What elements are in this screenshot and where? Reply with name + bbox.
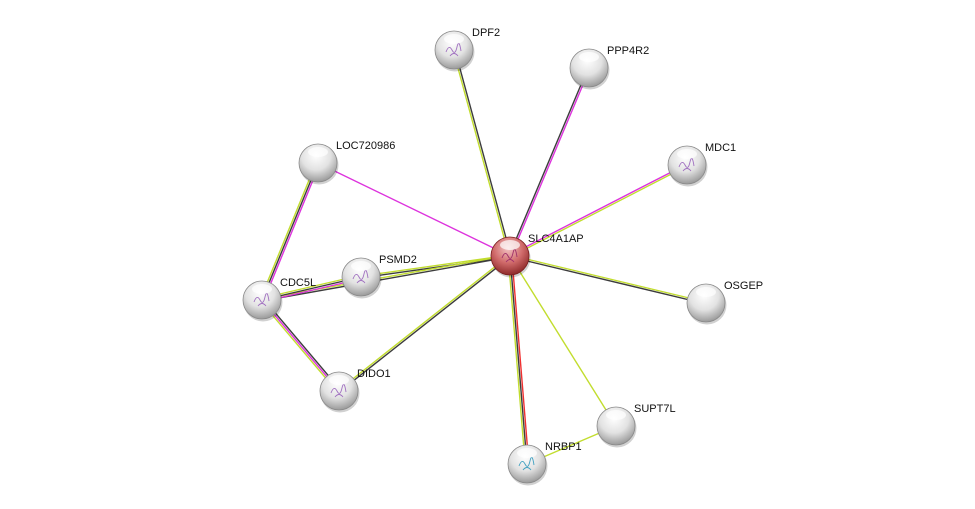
- edge-evidence-dark: [262, 298, 341, 391]
- edge-evidence-lime: [510, 165, 688, 258]
- node-cdc5l[interactable]: CDC5L: [242, 277, 316, 322]
- protein-structure-icon: [330, 383, 347, 398]
- protein-structure-icon: [678, 157, 695, 172]
- node-label: PSMD2: [379, 254, 417, 266]
- node-highlight: [606, 410, 626, 420]
- edge-evidence-lime: [509, 255, 617, 427]
- edge-evidence-dark: [508, 67, 589, 256]
- node-label: DIDO1: [357, 368, 391, 380]
- node-highlight: [308, 147, 328, 157]
- edge-evidence-magenta: [263, 163, 321, 301]
- node-label: DPF2: [472, 27, 500, 39]
- node-highlight: [329, 375, 349, 385]
- edge-slc4a1ap-dido1[interactable]: [338, 254, 511, 393]
- node-label: CDC5L: [280, 277, 316, 289]
- edge-evidence-red: [511, 255, 530, 464]
- protein-structure-icon: [501, 248, 518, 263]
- node-highlight: [696, 287, 716, 297]
- edge-slc4a1ap-dpf2[interactable]: [452, 49, 512, 257]
- node-label: SLC4A1AP: [528, 233, 584, 245]
- edge-evidence-magenta: [261, 299, 340, 392]
- edge-evidence-lime: [260, 300, 339, 393]
- node-label: LOC720986: [336, 140, 395, 152]
- node-highlight: [579, 52, 599, 62]
- node-highlight: [252, 284, 272, 294]
- node-psmd2[interactable]: PSMD2: [341, 254, 417, 299]
- node-mdc1[interactable]: MDC1: [667, 142, 736, 187]
- edge-slc4a1ap-mdc1[interactable]: [509, 163, 688, 258]
- edge-evidence-lime: [452, 50, 510, 257]
- node-slc4a1ap[interactable]: SLC4A1AP: [490, 233, 584, 278]
- node-label: SUPT7L: [634, 403, 676, 415]
- protein-structure-icon: [352, 269, 369, 284]
- edge-evidence-lime: [360, 254, 510, 277]
- node-ppp4r2[interactable]: PPP4R2: [569, 45, 649, 90]
- protein-structure-icon: [518, 456, 535, 471]
- edge-cdc5l-dido1[interactable]: [260, 298, 341, 393]
- edge-slc4a1ap-supt7l[interactable]: [509, 255, 617, 427]
- edge-evidence-dark: [261, 162, 319, 301]
- edge-evidence-lime: [259, 162, 317, 300]
- edge-slc4a1ap-nrbp1[interactable]: [507, 255, 530, 465]
- protein-structure-icon: [445, 42, 462, 57]
- edge-evidence-dark: [361, 256, 511, 279]
- edge-evidence-dark: [509, 256, 706, 305]
- protein-structure-icon: [253, 292, 270, 307]
- node-highlight: [677, 149, 697, 159]
- edge-evidence-lime: [510, 254, 707, 303]
- node-label: MDC1: [705, 142, 736, 154]
- edge-evidence-dark: [509, 255, 528, 465]
- node-nrbp1[interactable]: NRBP1: [507, 441, 582, 486]
- edge-evidence-dark: [262, 256, 511, 302]
- edge-cdc5l-loc720986[interactable]: [259, 162, 321, 301]
- edge-evidence-magenta: [510, 68, 591, 257]
- edge-slc4a1ap-loc720986[interactable]: [317, 162, 511, 257]
- node-dido1[interactable]: DIDO1: [319, 368, 391, 413]
- edge-slc4a1ap-osgep[interactable]: [509, 254, 707, 305]
- edge-slc4a1ap-psmd2[interactable]: [360, 254, 511, 279]
- edge-evidence-lime: [507, 256, 526, 465]
- node-label: OSGEP: [724, 280, 763, 292]
- node-supt7l[interactable]: SUPT7L: [596, 403, 676, 448]
- node-dpf2[interactable]: DPF2: [434, 27, 500, 72]
- node-label: NRBP1: [545, 441, 582, 453]
- edge-evidence-dark: [454, 49, 512, 256]
- node-highlight: [444, 34, 464, 44]
- edge-evidence-magenta: [317, 162, 511, 257]
- node-highlight: [517, 448, 537, 458]
- node-label: PPP4R2: [607, 45, 649, 57]
- edge-evidence-magenta: [509, 163, 687, 256]
- node-highlight: [351, 261, 371, 271]
- edge-slc4a1ap-ppp4r2[interactable]: [508, 67, 591, 257]
- node-highlight: [500, 240, 520, 250]
- node-osgep[interactable]: OSGEP: [686, 280, 763, 325]
- edge-evidence-lime: [338, 254, 510, 391]
- node-loc720986[interactable]: LOC720986: [298, 140, 395, 185]
- edge-evidence-dark: [339, 256, 511, 393]
